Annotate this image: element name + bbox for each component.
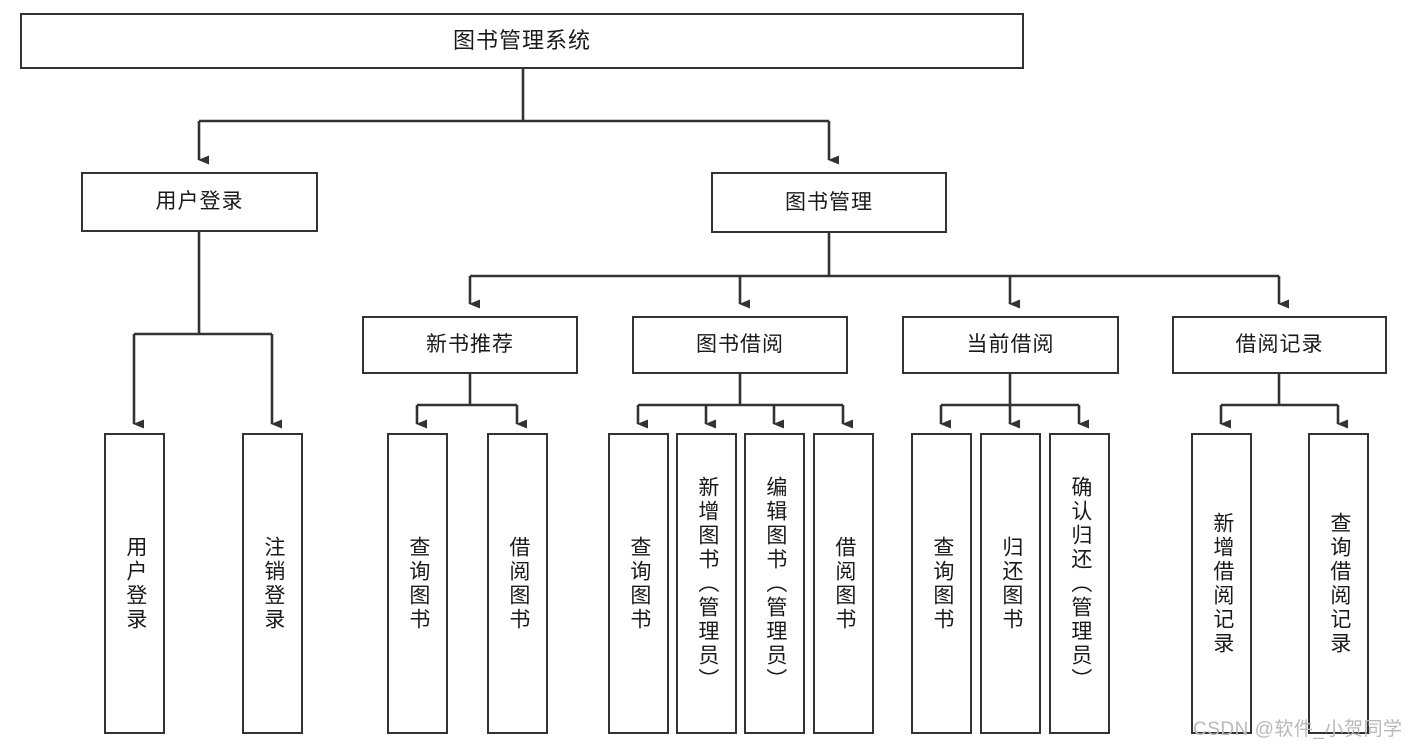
node-book-management[interactable]: 图书管理	[711, 172, 947, 233]
node-borrow-record[interactable]: 借阅记录	[1172, 316, 1387, 374]
watermark-text: CSDN @软件_小贺同学	[1193, 719, 1403, 740]
node-label: 新增图书（管理员）	[695, 475, 719, 692]
leaf-recommend-borrow-book[interactable]: 借阅图书	[487, 433, 548, 734]
node-label: 用户登录	[155, 190, 244, 214]
node-label: 图书借阅	[696, 333, 784, 357]
leaf-recommend-query-book[interactable]: 查询图书	[387, 433, 448, 734]
node-label: 查询借阅记录	[1327, 511, 1351, 656]
node-label: 确认归还（管理员）	[1068, 475, 1092, 692]
node-label: 借阅图书	[506, 535, 530, 632]
node-label: 借阅记录	[1235, 333, 1324, 357]
leaf-borrow-add-book-admin[interactable]: 新增图书（管理员）	[676, 433, 737, 734]
node-label: 注销登录	[261, 535, 285, 632]
node-label: 查询图书	[627, 535, 651, 632]
leaf-current-return-book[interactable]: 归还图书	[980, 433, 1041, 734]
leaf-current-query-book[interactable]: 查询图书	[911, 433, 972, 734]
node-label: 当前借阅	[966, 333, 1055, 357]
node-label: 新增借阅记录	[1210, 511, 1234, 656]
node-label: 归还图书	[999, 535, 1023, 632]
node-current-borrow[interactable]: 当前借阅	[902, 316, 1119, 374]
leaf-borrow-query-book[interactable]: 查询图书	[608, 433, 669, 734]
node-label: 新书推荐	[426, 333, 514, 357]
node-label: 图书管理	[785, 190, 873, 214]
node-label: 编辑图书（管理员）	[763, 475, 787, 692]
leaf-borrow-edit-book-admin[interactable]: 编辑图书（管理员）	[744, 433, 805, 734]
node-label: 查询图书	[406, 535, 430, 632]
node-label: 图书管理系统	[452, 27, 591, 53]
node-book-borrow[interactable]: 图书借阅	[632, 316, 848, 374]
leaf-user-login-signout[interactable]: 注销登录	[242, 433, 303, 734]
node-label: 借阅图书	[832, 535, 856, 632]
leaf-current-confirm-return-admin[interactable]: 确认归还（管理员）	[1049, 433, 1110, 734]
leaf-borrow-borrow-book[interactable]: 借阅图书	[813, 433, 874, 734]
node-root-system[interactable]: 图书管理系统	[20, 13, 1024, 69]
leaf-record-add-record[interactable]: 新增借阅记录	[1191, 433, 1252, 734]
leaf-record-query-record[interactable]: 查询借阅记录	[1308, 433, 1369, 734]
leaf-user-login-signin[interactable]: 用户登录	[104, 433, 165, 734]
node-label: 查询图书	[930, 535, 954, 632]
node-new-book-recommend[interactable]: 新书推荐	[362, 316, 578, 374]
node-label: 用户登录	[123, 535, 147, 632]
node-user-login[interactable]: 用户登录	[81, 172, 318, 232]
